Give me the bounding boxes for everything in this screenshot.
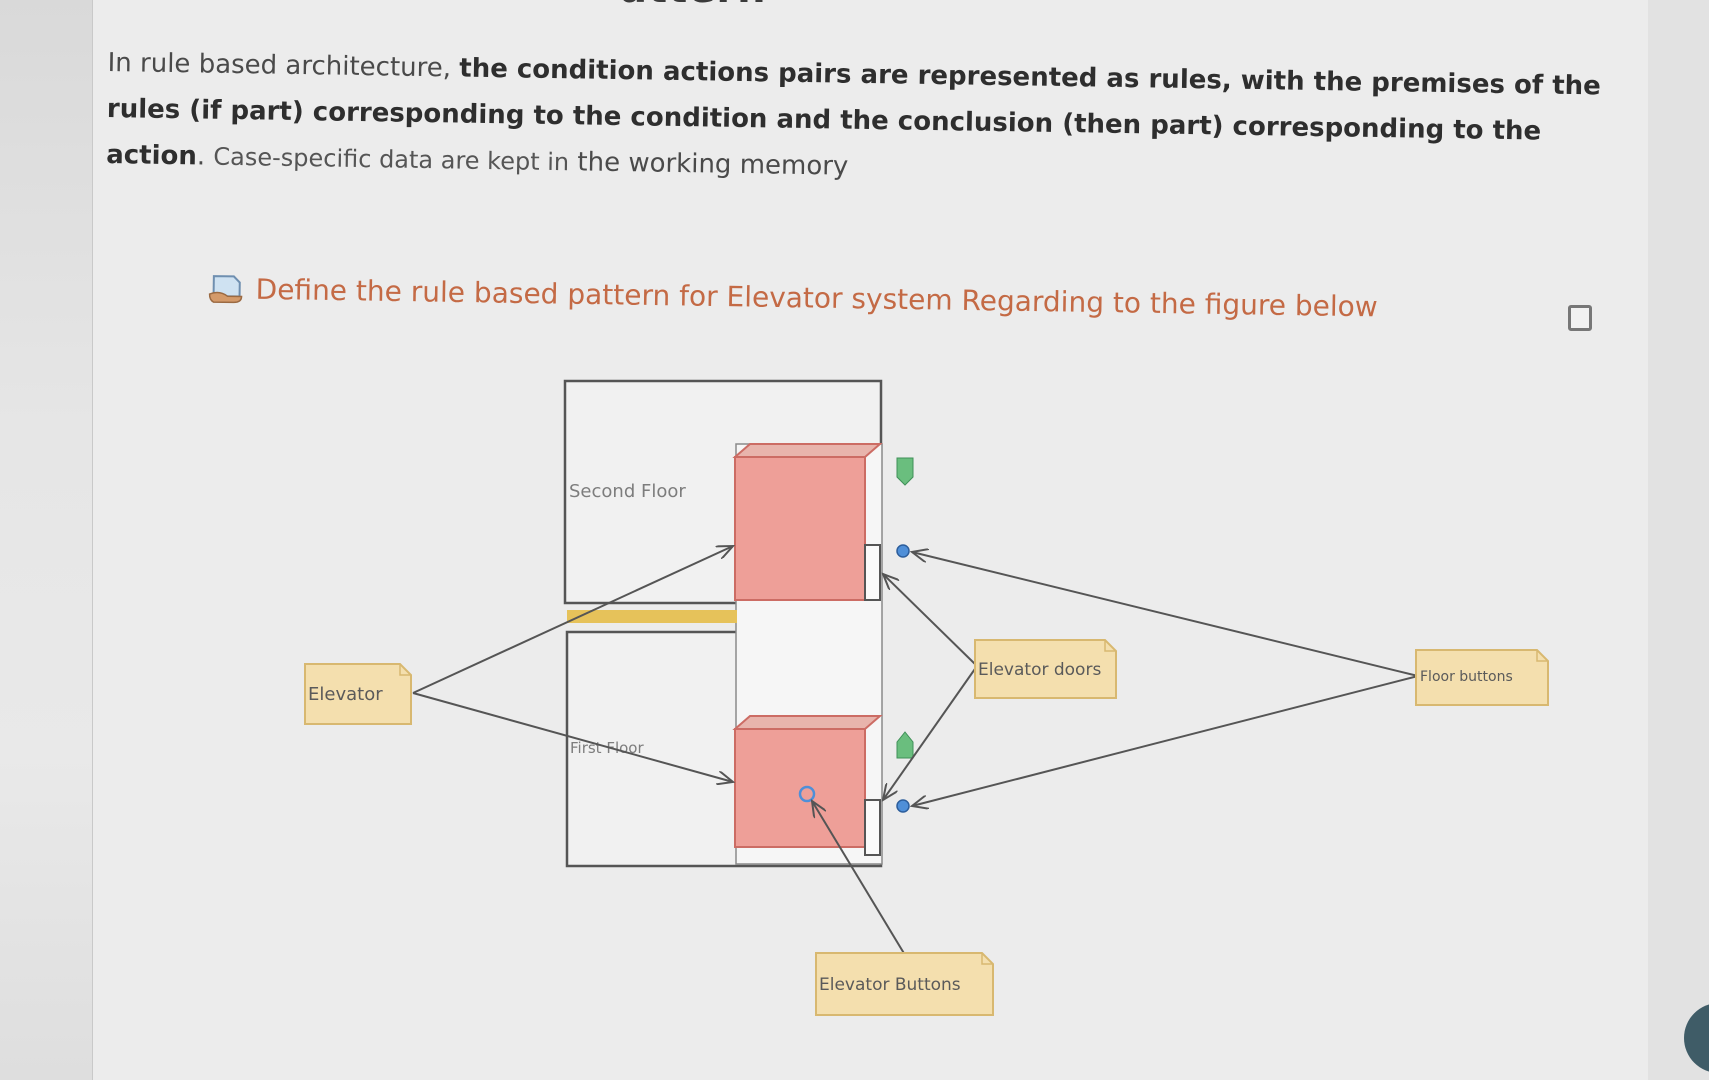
lower-elevator-car [734,728,866,848]
upper-car-roof [732,443,883,458]
floor-divider-bar [567,610,737,623]
elevator-doors-note: Elevator doors [974,639,1117,699]
right-margin [1648,0,1709,1080]
car-button-icon [798,785,816,803]
section-heading-fragment: attern [620,0,767,12]
down-indicator-icon [896,457,914,486]
floor-buttons-note: Floor buttons [1415,649,1549,706]
floor-buttons-to-upper-button-arrow [912,552,1419,677]
upper-elevator-door [864,544,881,601]
doors-to-upper-door-arrow [883,574,978,667]
lower-elevator-door [864,799,881,856]
second-floor-label: Second Floor [569,481,686,502]
doors-to-lower-door-arrow [883,665,978,800]
elevator-doors-note-label: Elevator doors [978,660,1101,680]
elevator-note-label: Elevator [308,684,383,705]
elevator-to-lower-car-arrow [412,692,733,782]
lower-car-roof [732,715,883,730]
task-prompt: Define the rule based pattern for Elevat… [207,268,1378,326]
elevator-buttons-to-car-button-arrow [812,801,906,956]
floor-buttons-note-label: Floor buttons [1420,669,1513,685]
lower-floor-button-icon [896,799,910,813]
elevator-to-upper-car-arrow [412,546,733,694]
up-indicator-icon [896,731,914,759]
floor-buttons-to-lower-button-arrow [912,675,1419,806]
elevator-buttons-note-label: Elevator Buttons [819,975,961,995]
elevator-buttons-note: Elevator Buttons [815,952,994,1016]
upper-elevator-car [734,456,866,601]
elevator-note: Elevator [304,663,412,725]
upper-floor-button-icon [896,544,910,558]
document-hand-icon [208,275,243,304]
answer-checkbox[interactable] [1568,305,1592,331]
